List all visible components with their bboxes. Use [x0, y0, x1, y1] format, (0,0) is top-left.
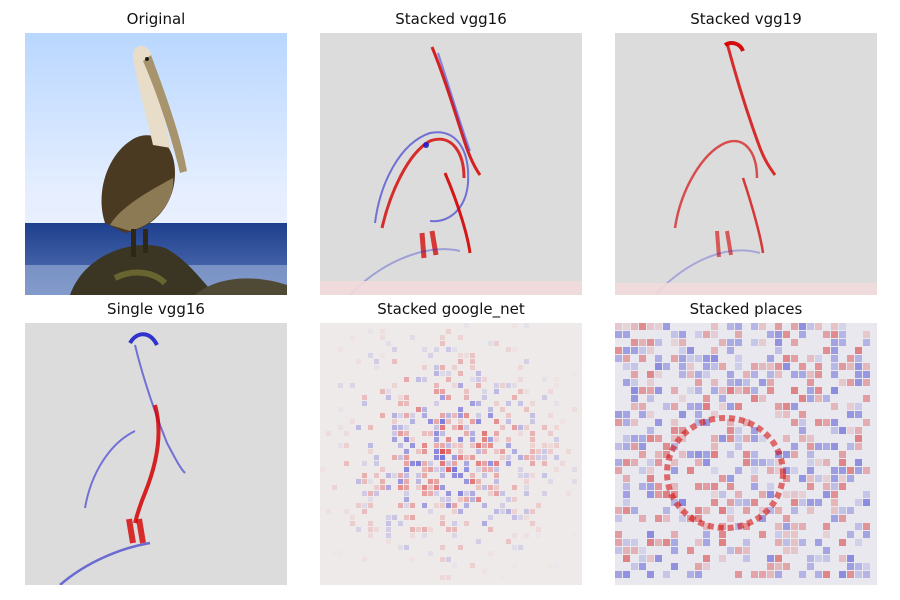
saliency-map [615, 33, 877, 295]
panel-title: Stacked vgg19 [690, 10, 802, 28]
panel-single-vgg16: Single vgg16 [25, 298, 287, 585]
panel-original: Original [25, 8, 287, 295]
panel-stacked-vgg19: Stacked vgg19 [615, 8, 877, 295]
panel-title: Stacked google_net [377, 300, 525, 318]
saliency-map [615, 323, 877, 585]
panel-title: Stacked places [689, 300, 803, 318]
panel-stacked-vgg16: Stacked vgg16 [320, 8, 582, 295]
panel-title: Original [126, 10, 186, 28]
panel-stacked-google-net: Stacked google_net [320, 298, 582, 585]
panel-stacked-places: Stacked places [615, 298, 877, 585]
saliency-map [25, 323, 287, 585]
saliency-map [320, 323, 582, 585]
original-photo [25, 33, 287, 295]
panel-title: Single vgg16 [107, 300, 205, 318]
panel-title: Stacked vgg16 [395, 10, 507, 28]
saliency-map [320, 33, 582, 295]
